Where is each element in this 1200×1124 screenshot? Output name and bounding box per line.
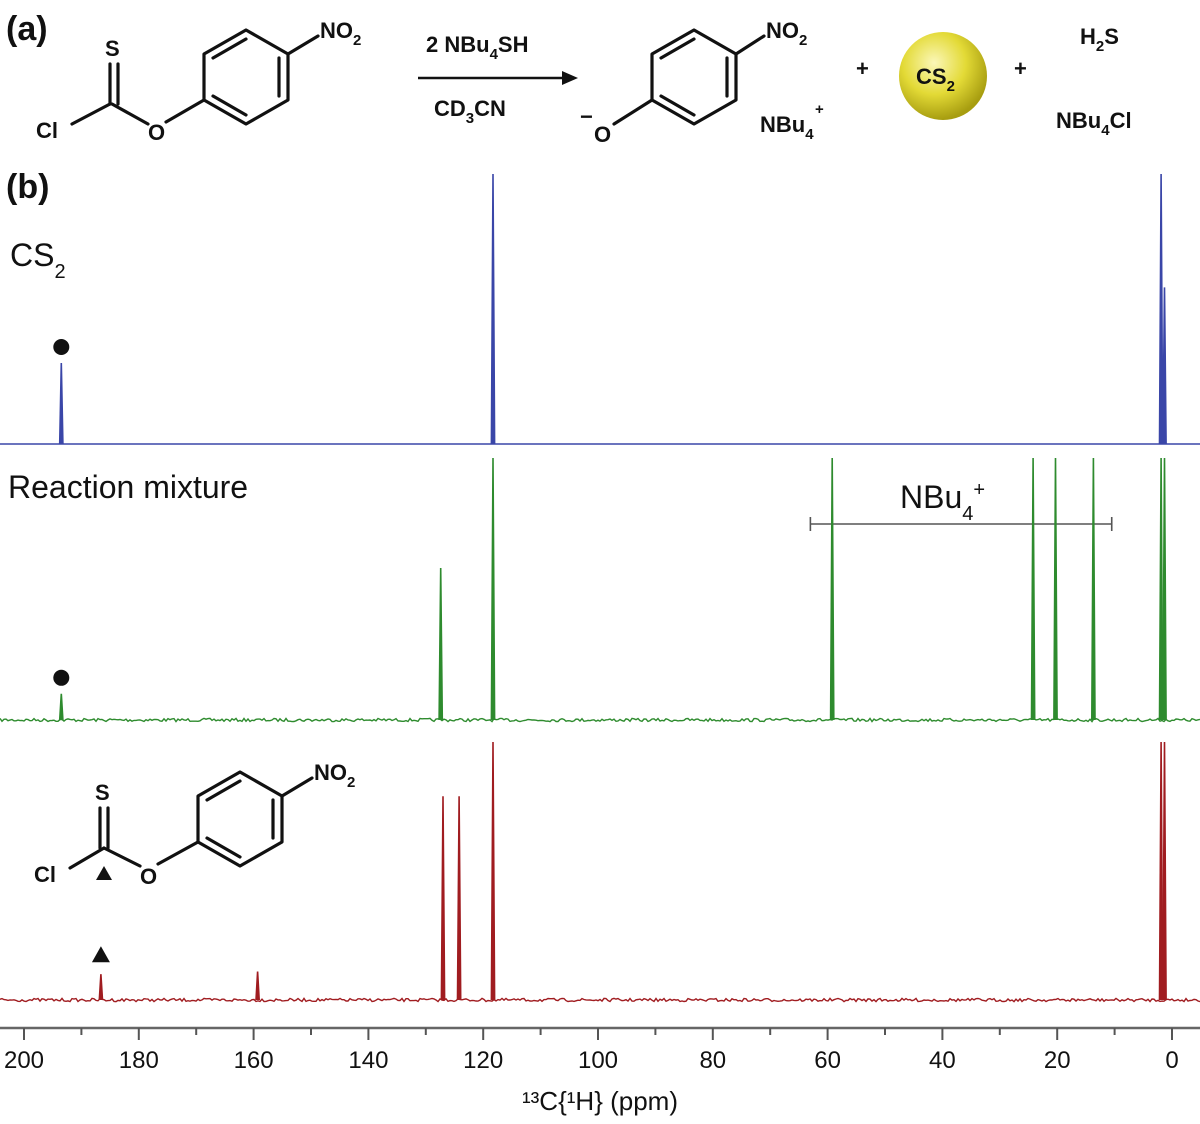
panel-label-b: (b) xyxy=(6,168,49,206)
inset-bond-c-o xyxy=(102,846,142,868)
product-benzene-ring xyxy=(650,28,738,126)
reaction-arrow: 2 NBu4SH CD3CN xyxy=(418,32,578,127)
spectrum-2-peak-3 xyxy=(456,796,462,1001)
spectrum-baseline-2 xyxy=(0,997,1200,1003)
x-tick-label-0: 0 xyxy=(1165,1047,1178,1074)
bond-c-o xyxy=(110,102,150,126)
atom-o: O xyxy=(148,120,165,145)
spectrum-1-peak-2 xyxy=(490,457,496,721)
plus-sign-2: + xyxy=(1014,56,1027,81)
atom-cl: Cl xyxy=(36,118,58,143)
panel-label-a: (a) xyxy=(6,10,48,48)
inset-bond-o-ring xyxy=(156,840,200,866)
x-axis-title: ¹³C{¹H} (ppm) xyxy=(522,1086,678,1116)
inset-ring-inner-3 xyxy=(205,836,242,859)
x-tick-label-20: 20 xyxy=(1044,1047,1071,1074)
phenolate-product: − O NO2 NBu4 + xyxy=(580,18,824,147)
inset-atom-o: O xyxy=(140,864,157,889)
reagent-label: 2 NBu4SH xyxy=(426,32,528,63)
spectrum-1-peak-5 xyxy=(1053,457,1058,721)
product-bond-ring-no2 xyxy=(734,34,766,56)
spectrum-baseline-1 xyxy=(0,717,1200,723)
reactant-structure: S Cl O NO2 xyxy=(36,18,361,145)
bond-cl-c xyxy=(70,102,112,126)
x-tick-label-80: 80 xyxy=(699,1047,726,1074)
minus-charge: − xyxy=(580,104,593,129)
spectrum-2-peak-0 xyxy=(98,974,104,1001)
reaction-scheme: (a) S Cl O NO2 2 NBu4SH CD3CN xyxy=(6,10,1132,147)
nbu4-annotation-label: NBu4+ xyxy=(900,479,985,525)
product-ring-inner-3 xyxy=(659,94,696,117)
arrow-head xyxy=(562,71,578,85)
spectrum-0-peak-0 xyxy=(58,362,64,445)
peak-markers xyxy=(53,339,110,963)
inset-bond-ring-no2 xyxy=(280,776,314,798)
x-tick-label-120: 120 xyxy=(463,1047,503,1074)
x-tick-label-40: 40 xyxy=(929,1047,956,1074)
cs2-product: CS2 xyxy=(899,32,987,120)
solvent-label: CD3CN xyxy=(434,96,506,127)
spectrum-0-peak-2 xyxy=(1158,173,1164,445)
counterion-label: NBu4 xyxy=(760,112,814,143)
spectrum-2-peak-2 xyxy=(440,796,446,1001)
spectrum-1-peak-6 xyxy=(1091,457,1096,721)
peak-marker-triangle-2 xyxy=(91,946,110,963)
nbu4cl-label: NBu4Cl xyxy=(1056,108,1132,139)
spectrum-1-peak-1 xyxy=(438,567,444,721)
inset-atom-s: S xyxy=(95,780,110,805)
spectrum-0-peak-1 xyxy=(490,173,496,445)
spectrum-2-peak-5 xyxy=(1158,741,1164,1001)
nbu4-annotation: NBu4+ xyxy=(809,479,1113,531)
spectrum-1-peak-3 xyxy=(829,457,835,721)
plus-sign-1: + xyxy=(856,56,869,81)
inset-ring-inner-1 xyxy=(205,779,242,802)
spectrum-0-peak-3 xyxy=(1162,287,1167,445)
ring-inner-bond-1 xyxy=(211,37,248,60)
x-tick-label-140: 140 xyxy=(348,1047,388,1074)
spectrum-label-reaction-mixture: Reaction mixture xyxy=(8,469,248,505)
product-atom-no2: NO2 xyxy=(766,18,807,49)
atom-no2: NO2 xyxy=(320,18,361,49)
spectrum-2-peak-1 xyxy=(255,971,260,1001)
spectrum-1-peak-7 xyxy=(1158,457,1164,721)
h2s-label: H2S xyxy=(1080,24,1119,55)
spectrum-1-peak-4 xyxy=(1030,457,1036,721)
inset-atom-no2: NO2 xyxy=(314,760,355,791)
peak-marker-circle-1 xyxy=(53,669,70,686)
spectrum-2-peak-4 xyxy=(490,741,496,1001)
counterion-charge: + xyxy=(815,101,824,118)
bond-ring-no2 xyxy=(286,34,320,56)
bond-o-ring xyxy=(164,98,206,124)
product-ring-inner-1 xyxy=(659,37,696,60)
ring-inner-bond-3 xyxy=(211,94,248,117)
x-tick-label-60: 60 xyxy=(814,1047,841,1074)
peak-marker-circle-0 xyxy=(53,339,70,355)
x-tick-label-200: 200 xyxy=(4,1047,44,1074)
spectrum-1-peak-8 xyxy=(1162,457,1167,721)
benzene-ring xyxy=(202,28,290,126)
cs2-product-label: CS2 xyxy=(916,64,955,95)
spectrum-traces xyxy=(0,173,1200,1003)
bond-o-ring-product xyxy=(612,98,654,126)
nmr-spectra-panel: (b) CS2 Reaction mixture S Cl O NO2 xyxy=(0,168,1200,1116)
spectrum-1-peak-0 xyxy=(58,693,64,721)
product-atom-o: O xyxy=(594,122,611,147)
inset-bond-cl-c xyxy=(68,846,106,870)
x-tick-label-180: 180 xyxy=(119,1047,159,1074)
spectrum-2-peak-6 xyxy=(1162,741,1167,1001)
inset-triangle-marker-icon xyxy=(96,866,112,880)
spectrum-label-cs2: CS2 xyxy=(10,237,66,283)
x-tick-label-160: 160 xyxy=(234,1047,274,1074)
reactant-inset-structure: S Cl O NO2 xyxy=(34,760,355,889)
cs2-sphere-icon xyxy=(899,32,987,120)
atom-s: S xyxy=(105,36,120,61)
inset-benzene-ring xyxy=(196,770,284,868)
x-tick-label-100: 100 xyxy=(578,1047,618,1074)
inset-atom-cl: Cl xyxy=(34,862,56,887)
